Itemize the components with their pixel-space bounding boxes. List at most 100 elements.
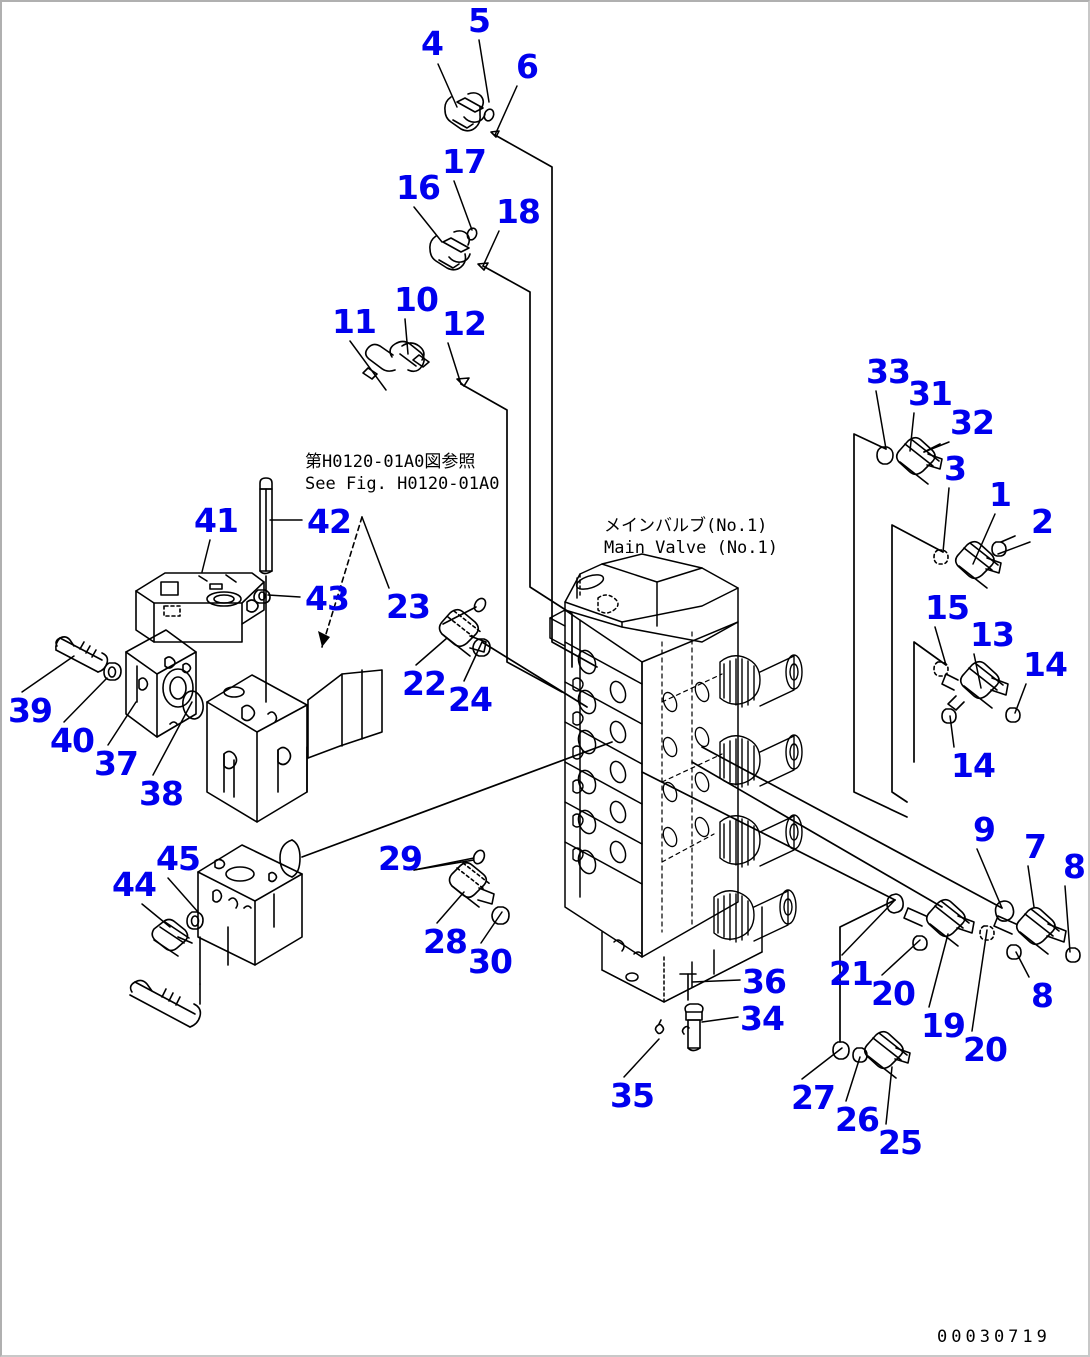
leader-line-38 xyxy=(153,702,192,775)
pump-body-center xyxy=(207,517,382,822)
pin-30 xyxy=(492,907,509,924)
callout-number-5: 5 xyxy=(468,1,491,40)
washer-20-left xyxy=(913,936,927,950)
leader-line-14 xyxy=(1015,684,1026,713)
see-fig-note-english: See Fig. H0120-01A0 xyxy=(305,474,500,494)
callout-number-8: 8 xyxy=(1063,847,1086,886)
callout-number-38: 38 xyxy=(139,774,184,813)
callout-number-7: 7 xyxy=(1024,827,1047,866)
washer-8-lower xyxy=(1007,945,1021,959)
callout-number-15: 15 xyxy=(925,588,970,627)
leader-line-36 xyxy=(692,980,740,982)
leader-line-8b xyxy=(1016,952,1029,977)
callout-number-35: 35 xyxy=(610,1076,655,1115)
washer-33 xyxy=(877,447,893,464)
callout-number-23: 23 xyxy=(386,587,431,626)
callout-number-45: 45 xyxy=(156,839,201,878)
callout-number-33: 33 xyxy=(866,352,911,391)
component-block-lower-left xyxy=(130,840,302,1027)
callout-number-30: 30 xyxy=(468,942,513,981)
leader-line-21 xyxy=(842,900,895,955)
callout-number-41: 41 xyxy=(194,501,239,540)
fitting-assembly-second xyxy=(430,227,488,270)
fitting-31 xyxy=(897,438,942,484)
washer-14-left xyxy=(942,709,956,723)
callout-number-13: 13 xyxy=(970,615,1015,654)
pin-9 xyxy=(996,901,1014,921)
callout-number-9: 9 xyxy=(973,810,996,849)
callout-number-37: 37 xyxy=(94,744,139,783)
bolt-39 xyxy=(56,637,108,672)
callout-number-25: 25 xyxy=(878,1123,923,1162)
leader-line-43 xyxy=(268,595,300,597)
leader-line-45 xyxy=(168,878,198,912)
fitting-13 xyxy=(942,662,1008,710)
callout-number-2: 2 xyxy=(1031,502,1054,541)
leader-line-3 xyxy=(943,488,949,552)
callout-number-26: 26 xyxy=(835,1100,880,1139)
leader-line-5 xyxy=(479,40,489,102)
callout-number-34: 34 xyxy=(740,999,785,1038)
callout-number-31: 31 xyxy=(908,374,953,413)
leader-line-28 xyxy=(437,892,464,923)
fitting-7 xyxy=(994,908,1066,954)
pin-3 xyxy=(934,550,948,564)
callout-number-22: 22 xyxy=(402,664,447,703)
callout-number-6: 6 xyxy=(516,47,539,86)
callout-number-32: 32 xyxy=(950,403,995,442)
pin-15 xyxy=(934,662,948,676)
callout-number-29: 29 xyxy=(378,839,423,878)
washer-14-right xyxy=(1006,708,1020,722)
callout-number-4: 4 xyxy=(421,24,444,63)
main-valve-label-japanese: メインバルブ(No.1) xyxy=(604,516,768,536)
callout-number-3: 3 xyxy=(944,449,967,488)
leader-line-12 xyxy=(448,343,461,384)
leader-line-31 xyxy=(910,413,914,451)
leader-line-6 xyxy=(495,86,517,135)
callout-number-1: 1 xyxy=(989,475,1012,514)
leader-line-32 xyxy=(924,442,949,452)
drawing-number: 00030719 xyxy=(937,1327,1051,1347)
leader-line-25 xyxy=(886,1067,892,1124)
leader-line-27 xyxy=(802,1048,842,1079)
callout-number-20b: 20 xyxy=(963,1030,1008,1069)
leader-line-14b xyxy=(950,716,954,747)
leader-line-9 xyxy=(977,849,1002,908)
leader-line-4 xyxy=(438,64,457,107)
callout-number-17: 17 xyxy=(442,142,487,181)
component-36 xyxy=(680,974,696,1000)
leader-line-22 xyxy=(416,638,447,665)
leader-line-40 xyxy=(64,678,107,722)
pin-35 xyxy=(656,1020,664,1034)
leader-line-10 xyxy=(405,319,408,354)
callout-number-36: 36 xyxy=(742,962,787,1001)
leader-line-37 xyxy=(108,702,136,745)
fitting-28 xyxy=(450,863,495,907)
oring-38 xyxy=(181,689,206,720)
pin-24 xyxy=(473,639,490,656)
leader-line-1 xyxy=(973,514,995,564)
washer-26 xyxy=(853,1048,867,1062)
valve-spool-stack xyxy=(714,655,802,942)
leader-line-44 xyxy=(142,904,170,927)
callout-number-8b: 8 xyxy=(1031,976,1054,1015)
leader-line-20 xyxy=(882,940,920,975)
leader-line-34 xyxy=(702,1017,738,1022)
leader-line-24 xyxy=(464,642,482,681)
callout-number-14: 14 xyxy=(1023,645,1068,684)
component-block-37 xyxy=(126,630,196,737)
fitting-25 xyxy=(865,1032,910,1078)
leader-line-35 xyxy=(624,1039,659,1077)
piping-routes xyxy=(302,135,1002,1042)
pin-21 xyxy=(887,894,903,913)
leader-line-8 xyxy=(1065,886,1070,952)
leader-line-20b xyxy=(972,930,987,1031)
leader-line-7 xyxy=(1028,866,1034,907)
callout-number-10: 10 xyxy=(394,280,439,319)
fitting-assembly-elbow xyxy=(363,342,469,387)
fitting-22 xyxy=(440,596,488,656)
leader-line-23 xyxy=(362,517,389,588)
callout-number-28: 28 xyxy=(423,922,468,961)
